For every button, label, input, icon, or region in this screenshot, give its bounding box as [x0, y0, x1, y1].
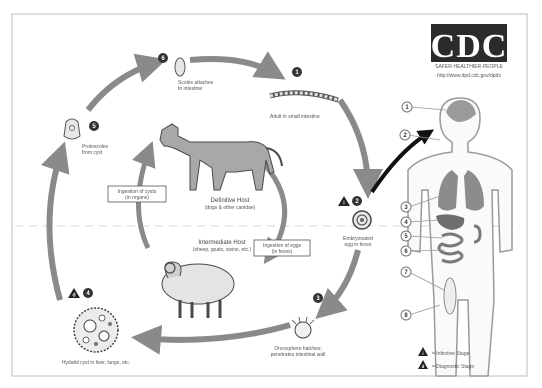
- stage-6-label-line2: to intestine: [178, 86, 202, 92]
- intermediate-host-title: Intermediate Host: [198, 240, 246, 246]
- ingestion-eggs-line2: (in feces): [272, 249, 293, 255]
- legend-infective-letter: i: [422, 351, 423, 356]
- protoscolex-icon: [64, 119, 80, 139]
- legend-diagnostic-letter: d: [422, 364, 425, 369]
- stage-5-label-line2: from cyst: [82, 150, 103, 156]
- intermediate-host-subtitle: (sheep, goats, swine, etc.): [193, 247, 252, 253]
- scolex-icon: [175, 58, 185, 76]
- stage-1-label: Adult in small intestine: [270, 114, 320, 120]
- femur-bone: [444, 278, 456, 314]
- stage-2-label-line2: egg in feces: [345, 242, 372, 248]
- stage-4-diagnostic-letter: d: [72, 293, 75, 299]
- stage-3-label-line2: penetrates intestinal wall: [271, 352, 326, 358]
- egg-icon: [353, 211, 371, 229]
- cdc-logo-url: http://www.dpd.cdc.gov/dpdx: [437, 73, 501, 79]
- legend-infective-label: = Infective Stage: [432, 351, 470, 357]
- ingestion-eggs-box: Ingestion of eggs (in feces): [254, 240, 310, 256]
- cdc-logo-tagline: SAFER·HEALTHIER·PEOPLE: [435, 64, 503, 70]
- ingestion-cysts-line2: (in organs): [125, 195, 149, 201]
- ingestion-cysts-box: Ingestion of cysts (in organs): [108, 186, 166, 202]
- cdc-logo-letters: CDC: [431, 28, 508, 65]
- hydatid-cyst-icon: [74, 308, 118, 352]
- definitive-host-title: Definitive Host: [211, 198, 250, 204]
- definitive-host-subtitle: (dogs & other canidae): [205, 205, 256, 211]
- legend-diagnostic-label: = Diagnostic Stage: [432, 364, 474, 370]
- stage-4-label: Hydatid cyst in liver, lungs, etc.: [62, 360, 130, 366]
